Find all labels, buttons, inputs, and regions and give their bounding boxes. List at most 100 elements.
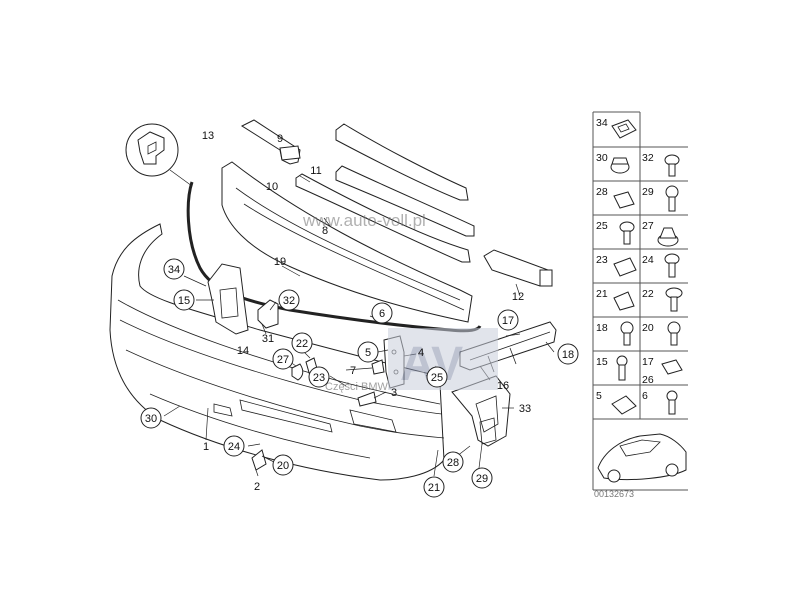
callout-8: 8 [322, 225, 328, 237]
grid-part-label: 17 [642, 356, 654, 368]
callout-label: 3 [391, 387, 397, 399]
grommet-30-icon [610, 157, 630, 174]
callout-circle [426, 366, 448, 388]
grid-part-label: 6 [642, 390, 648, 402]
grid-part-label: 30 [596, 152, 608, 164]
callout-17: 17 [497, 309, 519, 331]
callout-20: 20 [272, 454, 294, 476]
callout-label: 9 [277, 133, 283, 145]
callout-circle [308, 366, 330, 388]
callout-2: 2 [254, 481, 260, 493]
callout-circle [371, 302, 393, 324]
callout-circle [272, 454, 294, 476]
callout-label: 22 [296, 338, 308, 350]
nut-21-icon [613, 291, 635, 311]
callout-3: 3 [391, 387, 397, 399]
callout-circle [471, 467, 493, 489]
callout-label: 14 [237, 345, 249, 357]
callout-label: 32 [283, 295, 295, 307]
callout-1: 1 [203, 441, 209, 453]
callout-label: 34 [168, 264, 180, 276]
callout-27: 27 [272, 348, 294, 370]
screw-15-icon [616, 355, 628, 381]
callout-28: 28 [442, 451, 464, 473]
rail-8 [335, 123, 469, 201]
grid-part-label: 28 [596, 186, 608, 198]
callout-9: 9 [277, 133, 283, 145]
grid-part-label: 20 [642, 322, 654, 334]
callout-label: 2 [254, 481, 260, 493]
watermark-subtitle: Części BMW [325, 381, 389, 393]
rail-11 [335, 165, 475, 237]
nut-28-icon [613, 191, 635, 209]
callout-5: 5 [357, 341, 379, 363]
seal-profile-detail [125, 123, 193, 187]
grommet-27-icon [657, 227, 679, 247]
callout-label: 12 [512, 291, 524, 303]
callout-label: 11 [310, 165, 321, 177]
grid-part-label: 26 [642, 374, 654, 386]
callout-circle [173, 289, 195, 311]
rail-10 [295, 173, 471, 263]
callout-label: 33 [519, 403, 531, 415]
grid-part-label: 34 [596, 117, 608, 129]
callout-label: 28 [447, 457, 459, 469]
callout-25: 25 [426, 366, 448, 388]
bracket-9 [240, 119, 301, 165]
bracket-31 [257, 299, 279, 329]
screw-18-icon [620, 321, 634, 346]
callout-label: 18 [562, 349, 574, 361]
callout-7: 7 [350, 365, 356, 377]
callout-6: 6 [371, 302, 393, 324]
screw-20-icon [667, 321, 681, 346]
callout-label: 17 [502, 315, 514, 327]
callout-label: 31 [262, 333, 274, 345]
callout-label: 16 [497, 380, 509, 392]
callout-label: 5 [365, 347, 371, 359]
callout-11: 11 [310, 165, 321, 177]
callout-label: 23 [313, 372, 325, 384]
grid-part-label: 32 [642, 152, 654, 164]
grid-part-label: 21 [596, 288, 608, 300]
callout-circle [291, 332, 313, 354]
callout-29: 29 [471, 467, 493, 489]
screw-32-icon [664, 154, 680, 177]
car-silhouette-icon [597, 433, 687, 483]
callout-label: 13 [202, 130, 214, 142]
callout-22: 22 [291, 332, 313, 354]
callout-label: 30 [145, 413, 157, 425]
bracket-14 [207, 263, 249, 335]
side-support [451, 375, 511, 447]
callout-4: 4 [418, 347, 424, 359]
callout-circle [278, 289, 300, 311]
screw-24-icon [664, 253, 680, 278]
callout-label: 7 [350, 365, 356, 377]
callout-label: 10 [266, 181, 278, 193]
upper-carrier [221, 161, 473, 323]
clip-34-icon [611, 119, 637, 139]
callout-circle [442, 451, 464, 473]
callout-circle [140, 407, 162, 429]
callout-34: 34 [163, 258, 185, 280]
callout-circle [557, 343, 579, 365]
callout-16: 16 [497, 380, 509, 392]
callout-14: 14 [237, 345, 249, 357]
grid-part-label: 27 [642, 220, 654, 232]
parts-grid [592, 111, 688, 491]
callout-circle [223, 435, 245, 457]
callout-32: 32 [278, 289, 300, 311]
callout-label: 6 [379, 308, 385, 320]
callout-23: 23 [308, 366, 330, 388]
screw-29-icon [665, 185, 679, 212]
clip-5-icon [611, 395, 637, 415]
grid-part-label: 18 [596, 322, 608, 334]
clip-23-icon [613, 257, 637, 277]
callout-30: 30 [140, 407, 162, 429]
callout-33: 33 [519, 403, 531, 415]
callout-label: 4 [418, 347, 424, 359]
diagram-code: 00132673 [594, 489, 634, 499]
callout-13: 13 [202, 130, 214, 142]
callout-label: 29 [476, 473, 488, 485]
